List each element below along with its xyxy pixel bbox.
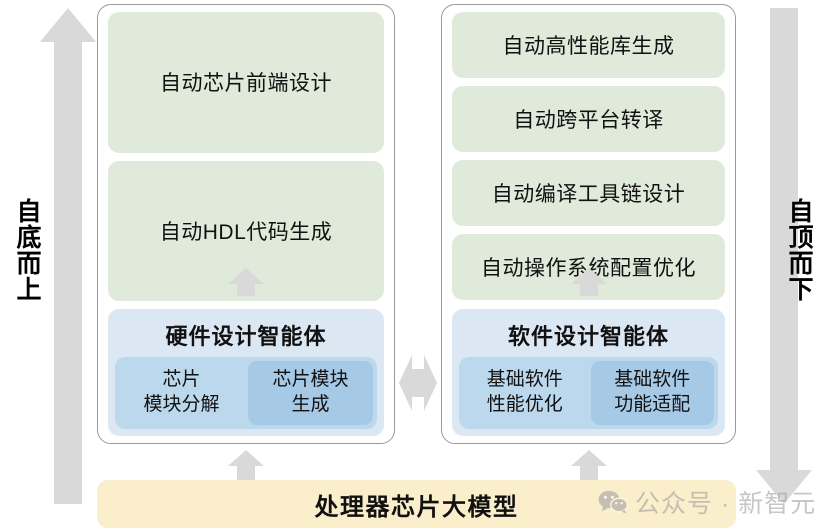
software-agent-inner: 基础软件 性能优化 基础软件 功能适配 [459,357,718,429]
software-agent-title: 软件设计智能体 [507,324,669,350]
foundation-model-bar[interactable]: 处理器芯片大模型 [97,480,736,528]
arrow-shaft [237,283,255,296]
arrow-up-head [40,8,96,42]
hardware-card-stack: 自动芯片前端设计 自动HDL代码生成 [108,12,384,302]
hardware-agent-title: 硬件设计智能体 [165,324,327,350]
software-card-library[interactable]: 自动高性能库生成 [452,12,725,78]
arrow-head [571,268,607,284]
arrow-down-head [756,470,812,504]
software-agent-panel[interactable]: 软件设计智能体 基础软件 性能优化 基础软件 功能适配 [452,309,725,436]
software-agent-cell-function[interactable]: 基础软件 功能适配 [590,361,714,425]
hardware-internal-arrow-up-icon [228,268,264,296]
foundation-model-label: 处理器芯片大模型 [314,493,519,521]
arrow-up-shaft [54,38,82,504]
hardware-agent-inner: 芯片 模块分解 芯片模块 生成 [115,357,377,429]
hardware-card-frontend[interactable]: 自动芯片前端设计 [108,12,384,153]
software-column: 自动高性能库生成 自动跨平台转译 自动编译工具链设计 自动操作系统配置优化 软件… [441,4,736,444]
software-card-stack: 自动高性能库生成 自动跨平台转译 自动编译工具链设计 自动操作系统配置优化 [452,12,725,301]
bottom-up-label: 自底而上 [13,198,41,302]
arrow-head [228,450,264,466]
arrow-head [571,450,607,466]
hardware-agent-cell-generate[interactable]: 芯片模块 生成 [248,361,373,425]
arrow-down-shaft [770,8,798,474]
hardware-agent-cell-decompose[interactable]: 芯片 模块分解 [143,369,220,415]
arrow-shaft [580,465,598,480]
software-internal-arrow-up-icon [571,268,607,296]
arrow-shaft [237,465,255,480]
hardware-column: 自动芯片前端设计 自动HDL代码生成 硬件设计智能体 芯片 模块分解 芯片模块 … [97,4,395,444]
software-card-crossplatform[interactable]: 自动跨平台转译 [452,86,725,152]
hardware-base-arrow-up-icon [228,450,264,480]
software-base-arrow-up-icon [571,450,607,480]
bottom-up-arrow-icon [40,8,96,504]
arrow-head-right [424,355,437,411]
arrow-shaft [409,369,427,397]
agents-bidirectional-arrow-icon [399,355,437,411]
arrow-head-left [399,355,412,411]
software-agent-cell-performance[interactable]: 基础软件 性能优化 [486,369,563,415]
software-card-toolchain[interactable]: 自动编译工具链设计 [452,160,725,226]
hardware-agent-panel[interactable]: 硬件设计智能体 芯片 模块分解 芯片模块 生成 [108,309,384,436]
top-down-label: 自顶而下 [785,198,813,302]
arrow-shaft [580,283,598,296]
arrow-head [228,268,264,284]
top-down-arrow-icon [756,8,812,504]
